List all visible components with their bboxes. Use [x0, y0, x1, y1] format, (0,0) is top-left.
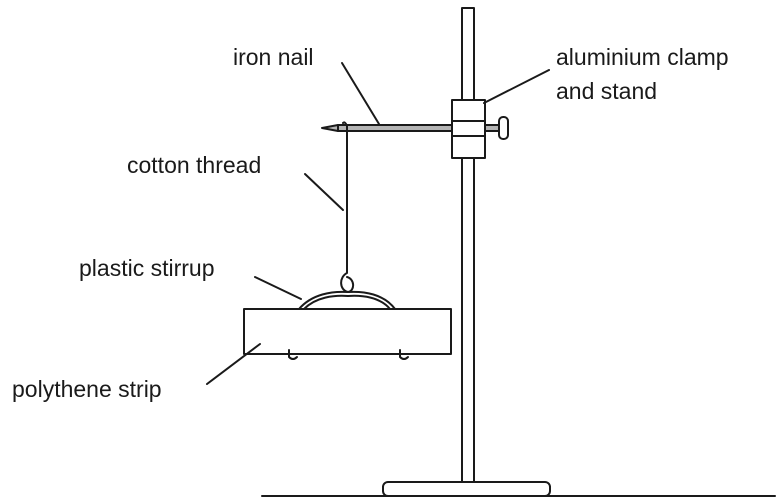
stand-rod: [462, 8, 474, 482]
leader-polythene-strip: [207, 344, 260, 384]
stand-base: [383, 482, 550, 496]
stirrup-hook-left: [289, 350, 297, 359]
cotton-thread: [341, 122, 353, 292]
label-polythene-strip: polythene strip: [12, 376, 162, 402]
polythene-strip: [244, 309, 451, 354]
label-and-stand: and stand: [556, 78, 658, 104]
leader-plastic-stirrup: [255, 277, 301, 299]
plastic-stirrup: [299, 292, 395, 309]
leader-iron-nail: [342, 63, 379, 124]
label-aluminium-clamp: aluminium clamp: [556, 44, 729, 70]
leader-clamp: [484, 70, 549, 103]
nail-tip: [322, 125, 338, 131]
label-plastic-stirrup: plastic stirrup: [79, 255, 215, 281]
stirrup-hook-right: [400, 350, 408, 359]
leader-cotton-thread: [305, 174, 343, 210]
clamp: [452, 100, 485, 158]
plastic-stirrup-inner: [304, 296, 390, 309]
nail-head: [499, 117, 508, 139]
label-iron-nail: iron nail: [233, 44, 314, 70]
label-cotton-thread: cotton thread: [127, 152, 262, 178]
